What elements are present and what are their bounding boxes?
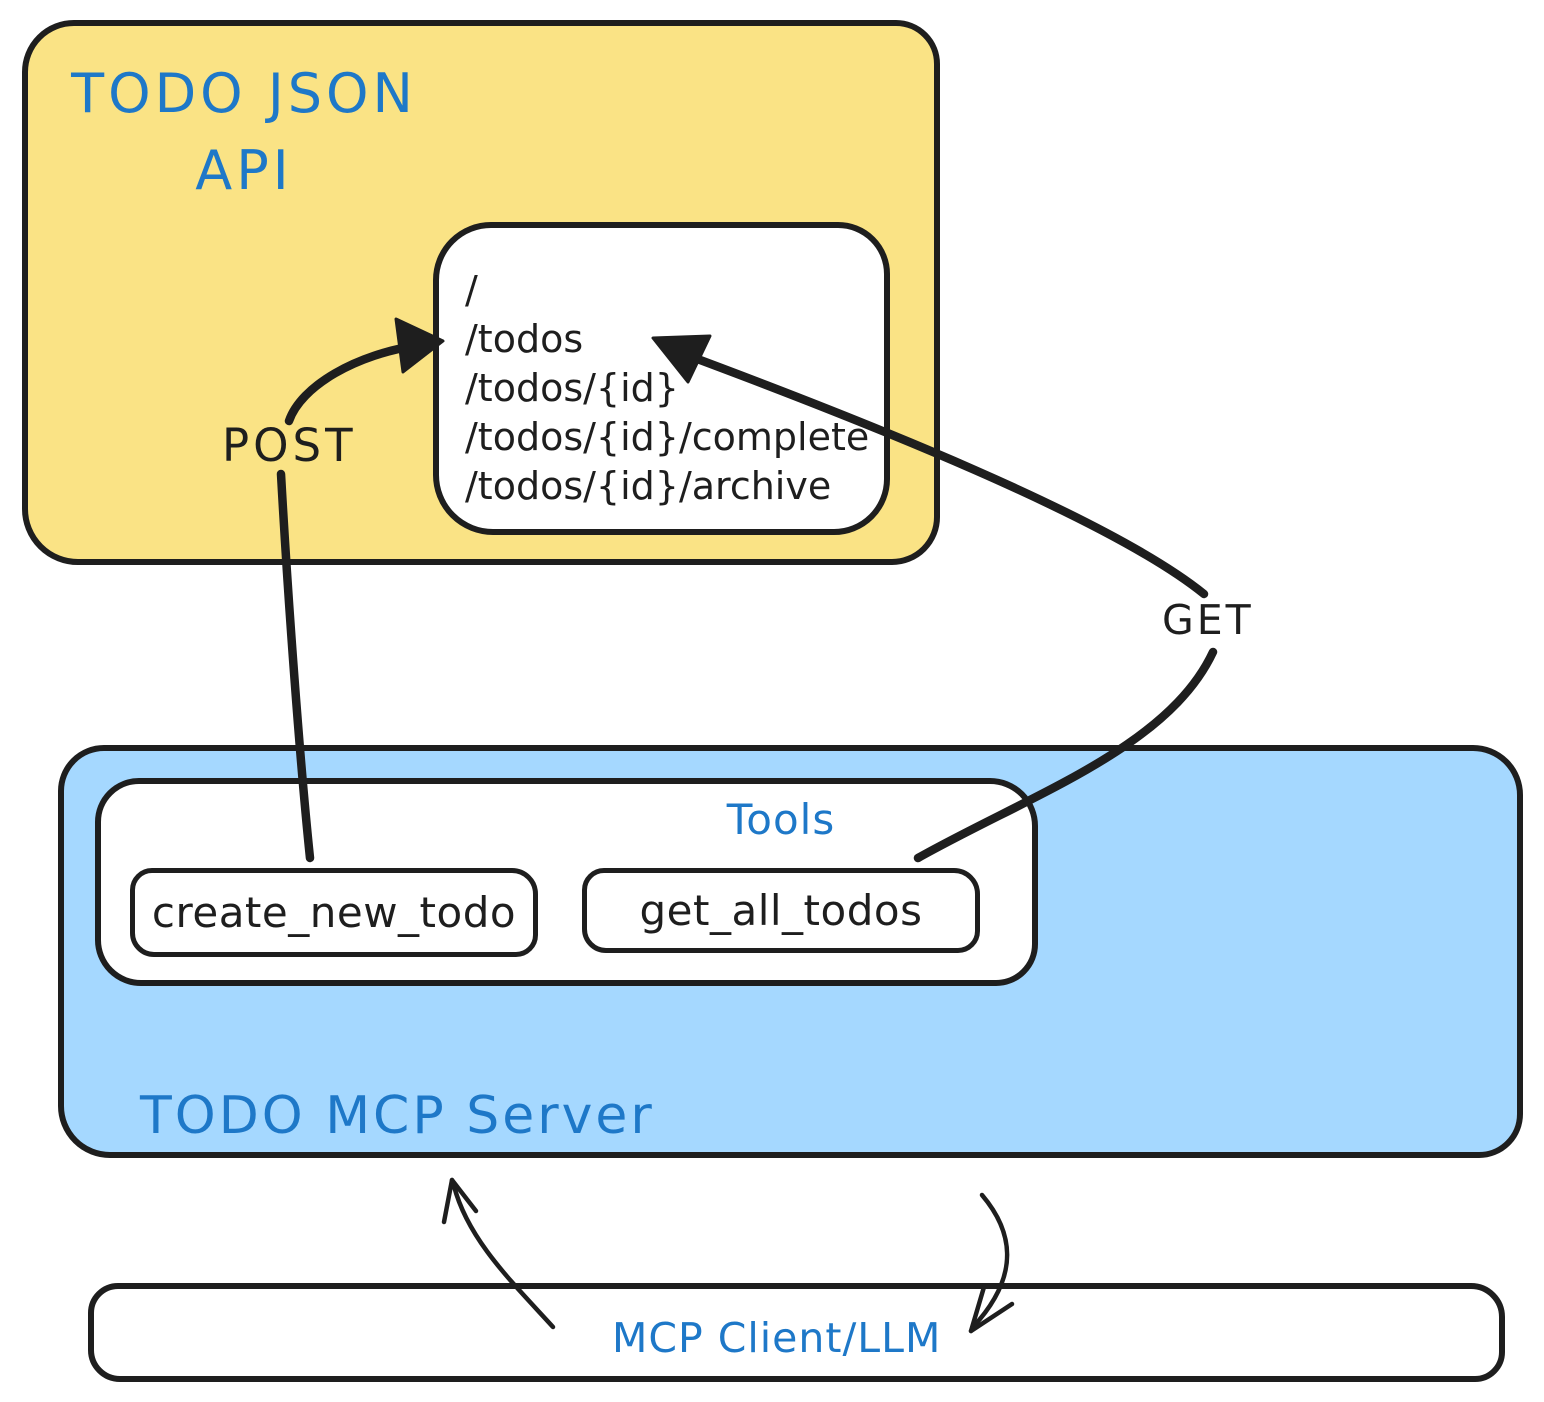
tool-get-all-todos: get_all_todos (582, 868, 980, 953)
mcp-client-label: MCP Client/LLM (612, 1314, 942, 1362)
client-to-server-arrowhead-icon (441, 1177, 455, 1225)
endpoint-path-todos-id-archive: /todos/{id}/archive (465, 464, 832, 508)
api-box-title-line1: TODO JSON (71, 62, 417, 125)
post-arrow-label: POST (222, 419, 357, 472)
tool-create-new-todo: create_new_todo (130, 868, 538, 957)
api-box-title: TODO JSON API (70, 56, 418, 209)
mcp-server-label: TODO MCP Server (140, 1086, 655, 1146)
endpoint-path-todos: /todos (465, 317, 584, 361)
endpoint-path-root: / (465, 268, 478, 312)
mcp-client-box (88, 1283, 1505, 1382)
endpoint-path-todos-id: /todos/{id} (465, 366, 679, 410)
tools-box-label: Tools (726, 795, 836, 844)
tool-create-new-todo-label: create_new_todo (151, 888, 517, 937)
api-box-title-line2: API (195, 138, 293, 202)
endpoint-path-todos-id-complete: /todos/{id}/complete (465, 415, 870, 459)
endpoints-box: / /todos /todos/{id} /todos/{id}/complet… (433, 222, 890, 535)
tool-get-all-todos-label: get_all_todos (639, 886, 923, 935)
get-arrow-label: GET (1162, 596, 1254, 644)
